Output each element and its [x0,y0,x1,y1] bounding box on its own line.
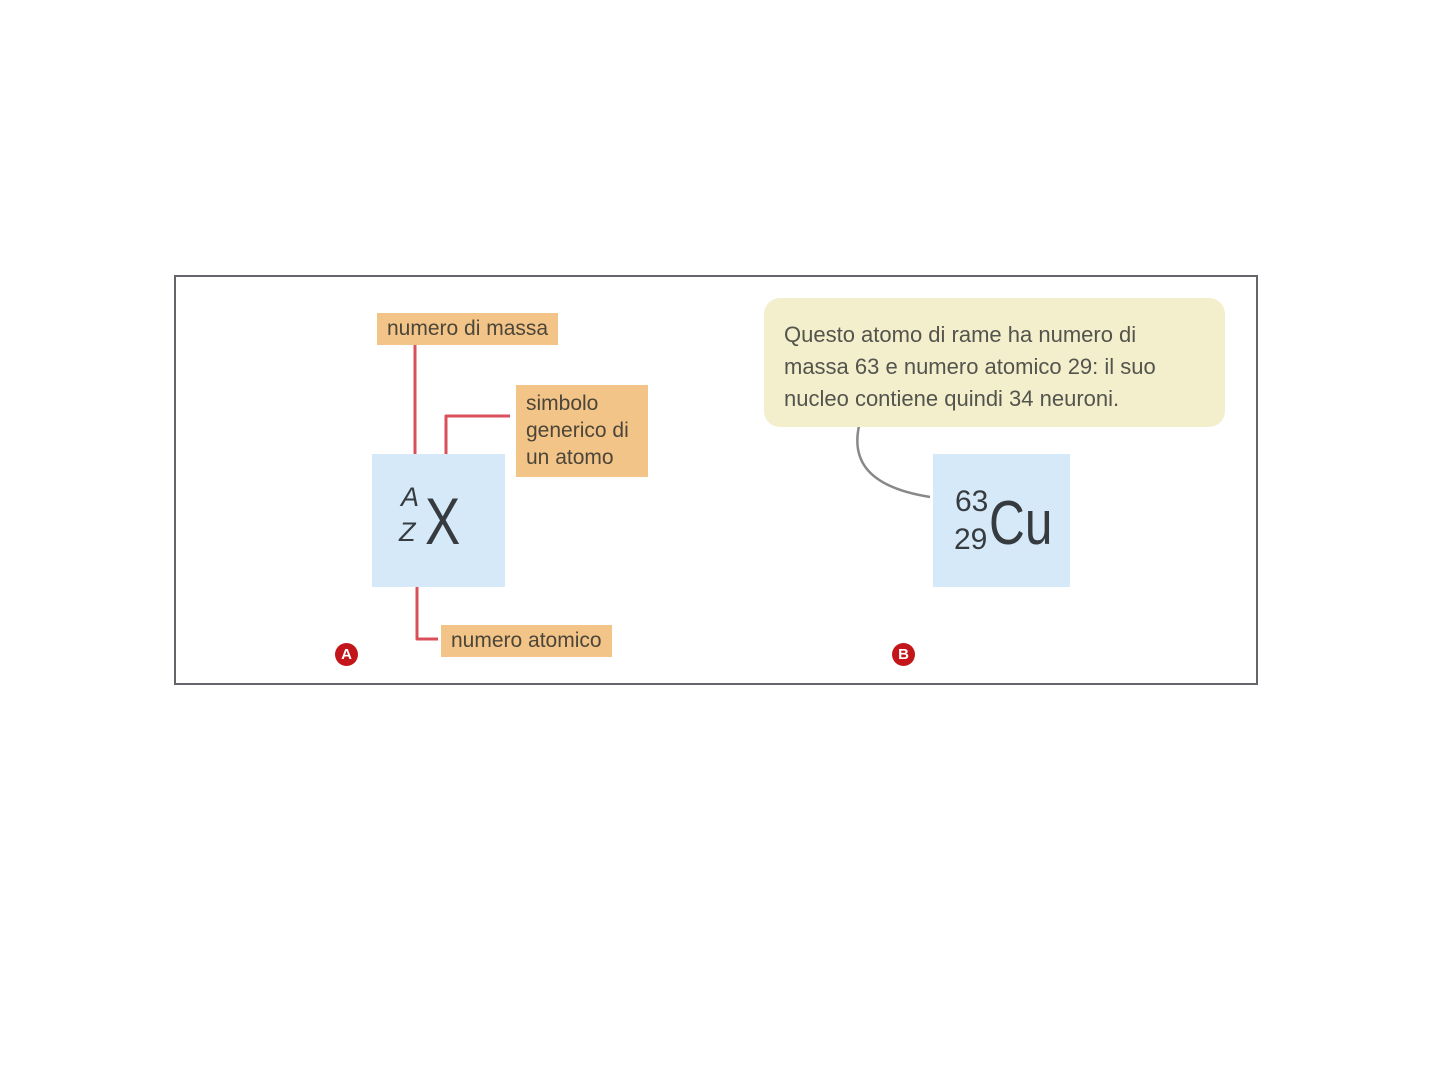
generic-element-symbol: X [425,484,461,558]
mass-number-label: numero di massa [377,313,559,345]
panel-b-badge: B [892,643,915,666]
generic-atomic-number: Z [399,517,416,547]
copper-atomic-number: 29 [954,523,988,556]
generic-symbol-label: simbolo generico di un atomo [516,385,648,477]
copper-nuclide-box: 63 29 Cu [933,454,1070,587]
generic-nuclide-box: A Z X [372,454,505,587]
copper-mass-number: 63 [955,485,989,518]
callout-connector [856,425,931,499]
callout-line-2: massa 63 e numero atomico 29: il suo [784,354,1156,379]
atomic-number-label: numero atomico [441,625,612,657]
copper-callout: Questo atomo di rame ha numero di massa … [764,298,1225,427]
callout-line-1: Questo atomo di rame ha numero di [784,322,1137,347]
callout-line-3: nucleo contiene quindi 34 neuroni. [784,386,1120,411]
generic-mass-number: A [401,482,420,512]
figure-frame: numero di massa simbolo generico di un a… [174,275,1258,685]
panel-a-badge: A [335,643,358,666]
copper-element-symbol: Cu [989,489,1053,558]
